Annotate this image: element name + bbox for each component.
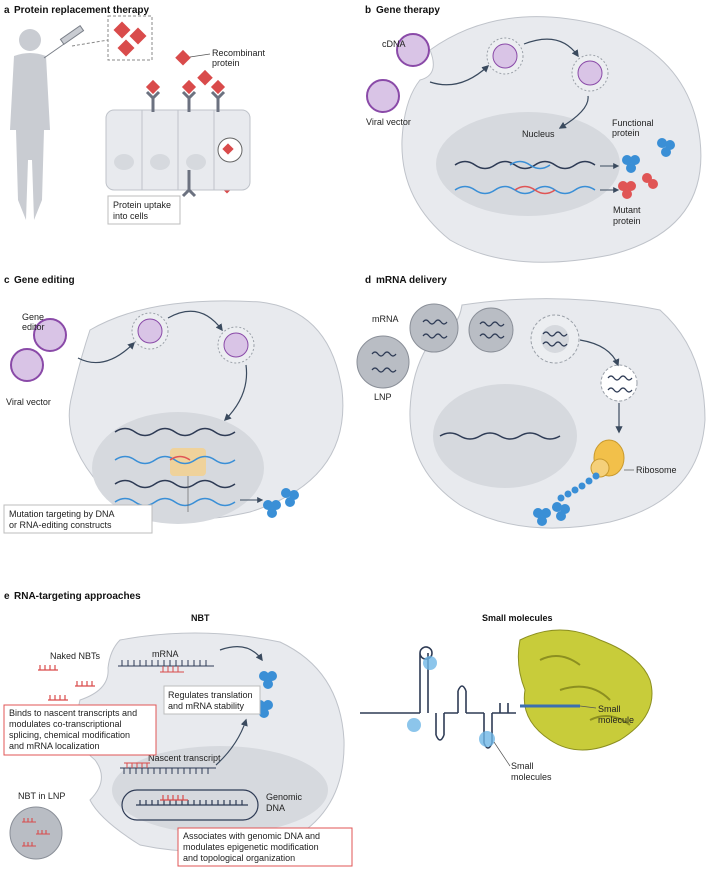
panel-d: d mRNA delivery mRNA LNP Ribosome [356, 275, 706, 529]
nucleus-label: Nucleus [522, 129, 555, 139]
panel-b: b Gene therapy Nucleus cDNA Viral vector [365, 5, 702, 263]
mrna-strand [118, 660, 214, 673]
functional-protein-icon [255, 671, 277, 718]
nascent-label: Nascent transcript [148, 753, 221, 763]
panel-a-letter: a [4, 5, 10, 16]
uptake-box [107, 195, 181, 225]
small-molecule-label-2: molecule [598, 715, 634, 725]
protein-helix-icon [517, 629, 653, 751]
panel-d-title: mRNA delivery [376, 275, 447, 286]
protein-cluster-icon [113, 21, 147, 57]
receptor-icon [145, 90, 226, 198]
naked-nbts-label: Naked NBTs [50, 651, 101, 661]
cdna-label: cDNA [382, 39, 406, 49]
lnp-label: LNP [374, 392, 392, 402]
mutant-label-2: protein [613, 216, 641, 226]
mutation-label-1: Mutation targeting by DNA [9, 509, 115, 519]
mrna-label: mRNA [152, 649, 179, 659]
mutation-box [3, 504, 153, 534]
regulates-label-1: Regulates translation [168, 690, 253, 700]
dna-strands [454, 160, 596, 195]
panel-b-letter: b [365, 5, 371, 16]
epithelial-cells [105, 109, 251, 191]
functional-label-1: Functional [612, 118, 654, 128]
lnp-icon [356, 303, 638, 402]
mrna-wave-icon [371, 319, 633, 393]
syringe-icon [43, 24, 85, 59]
genomic-dna [121, 789, 259, 821]
uptake-label-1: Protein uptake [113, 200, 171, 210]
functional-protein-icon [533, 502, 570, 526]
panel-c: c Gene editing Gene editor Viral vector [3, 275, 344, 534]
binds-label-4: and mRNA localization [9, 741, 100, 751]
regulates-box [163, 685, 261, 715]
recombinant-label-2: protein [212, 58, 240, 68]
mutant-label-1: Mutant [613, 205, 641, 215]
editor-highlight [170, 448, 206, 476]
viral-vector-icon [10, 312, 255, 382]
ribosome-label: Ribosome [636, 465, 677, 475]
assoc-label-1: Associates with genomic DNA and [183, 831, 320, 841]
nbt-heading: NBT [191, 613, 210, 623]
ribosome-icon [590, 439, 625, 478]
small-molecules-label-2: molecules [511, 772, 552, 782]
genomic-label-2: DNA [266, 803, 285, 813]
panel-c-letter: c [4, 275, 10, 286]
polypeptide-chain [557, 472, 600, 502]
functional-protein-icon [263, 488, 299, 518]
nbt-icon [38, 665, 95, 701]
functional-protein-icon [622, 138, 675, 173]
uptake-label-2: into cells [113, 211, 149, 221]
panel-c-title: Gene editing [14, 275, 75, 286]
regulates-label-2: and mRNA stability [168, 701, 245, 711]
panel-a-title: Protein replacement therapy [14, 5, 149, 16]
binds-label-3: splicing, chemical modification [9, 730, 130, 740]
nucleus [433, 384, 577, 488]
viral-vector-icon [366, 33, 609, 113]
binds-label-2: modulates co-transcriptional [9, 719, 122, 729]
assoc-label-2: modulates epigenetic modification [183, 842, 319, 852]
assoc-label-3: and topological organization [183, 853, 295, 863]
gene-editor-label-2: editor [22, 322, 45, 332]
associates-box [177, 827, 353, 867]
small-molecules-label-1: Small [511, 761, 534, 771]
small-molecules-heading: Small molecules [482, 613, 553, 623]
mutation-label-2: or RNA-editing constructs [9, 520, 112, 530]
human-silhouette-icon [10, 29, 50, 220]
mutant-protein-icon [618, 173, 658, 199]
binding-site-icon [407, 718, 421, 732]
viral-vector-label: Viral vector [366, 117, 411, 127]
viral-vector-label: Viral vector [6, 397, 51, 407]
mrna-label: mRNA [372, 314, 399, 324]
panel-e-title: RNA-targeting approaches [14, 591, 141, 602]
gene-editor-label-1: Gene [22, 312, 44, 322]
binds-box [3, 704, 157, 756]
genomic-label-1: Genomic [266, 792, 303, 802]
dna-strands [114, 427, 236, 507]
binding-site-icon [423, 656, 437, 670]
binds-label-1: Binds to nascent transcripts and [9, 708, 137, 718]
panel-b-title: Gene therapy [376, 5, 440, 16]
nbt-lnp-icon [9, 806, 63, 860]
nascent-transcript [120, 762, 216, 774]
zoom-box [107, 15, 153, 61]
panel-a: a Protein replacement therapy Recombinan… [4, 5, 266, 225]
binding-site-icon [479, 731, 495, 747]
dna-strand [439, 432, 561, 440]
panel-e: e RNA-targeting approaches NBT Small mol… [3, 591, 653, 867]
functional-label-2: protein [612, 128, 640, 138]
rna-structure [360, 646, 516, 749]
panel-e-letter: e [4, 591, 10, 602]
nbt-lnp-label: NBT in LNP [18, 791, 65, 801]
small-molecule-label-1: Small [598, 704, 621, 714]
recombinant-label-1: Recombinant [212, 48, 266, 58]
panel-d-letter: d [365, 275, 371, 286]
